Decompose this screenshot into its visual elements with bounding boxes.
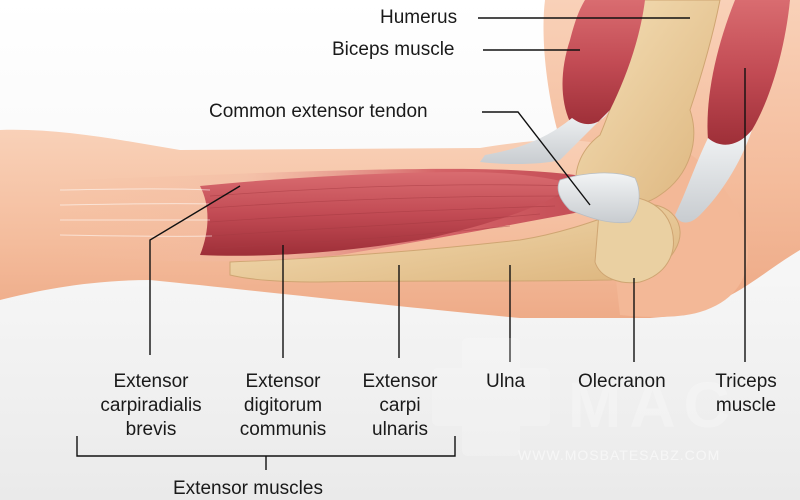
label-ecrb-line-3: brevis (125, 419, 177, 440)
label-triceps-line-1: Triceps (715, 371, 777, 392)
label-humerus: Humerus (380, 7, 458, 28)
label-olecranon: Olecranon (578, 371, 666, 392)
label-biceps-muscle: Biceps muscle (332, 39, 455, 60)
muscle-fibers (209, 184, 571, 249)
common-extensor-tendon (557, 172, 640, 224)
label-common-extensor-tendon: Common extensor tendon (209, 101, 428, 122)
label-ulna: Ulna (486, 371, 526, 392)
leader-lines (149, 17, 746, 362)
watermark-logo (432, 338, 550, 456)
label-edc-line-2: digitorum (243, 395, 323, 416)
biceps-muscle (562, 0, 645, 126)
label-extensor-muscles: Extensor muscles (173, 478, 323, 499)
leader-common-tendon (482, 111, 591, 206)
label-extensor-carpiradialis-brevis: Extensor carpiradialis brevis (88, 370, 214, 442)
watermark-url: WWW.MOSBATESABZ.COM (518, 447, 721, 463)
label-extensor-digitorum-communis: Extensor digitorum communis (228, 370, 338, 442)
label-ecrb-line-1: Extensor (113, 371, 189, 392)
watermark-logo-text: MAC (568, 369, 738, 441)
label-edc-line-1: Extensor (245, 371, 321, 392)
label-ecu-line-2: carpi (379, 395, 421, 416)
label-ecrb-line-2: carpiradialis (100, 395, 202, 416)
label-edc-line-3: communis (239, 419, 327, 440)
leader-ecrb (149, 185, 241, 355)
triceps-muscle (707, 0, 790, 146)
extensor-muscles-bracket (76, 436, 456, 470)
label-ecu-line-1: Extensor (362, 371, 438, 392)
ulna-bone (229, 203, 681, 283)
label-triceps-line-2: muscle (715, 395, 777, 416)
extensor-muscle-belly (200, 172, 575, 256)
label-ecu-line-3: ulnaris (372, 419, 428, 440)
label-triceps-muscle: Triceps muscle (700, 370, 792, 418)
biceps-tendon (480, 110, 610, 165)
tendon-fibers (59, 188, 213, 237)
label-extensor-carpi-ulnaris: Extensor carpi ulnaris (350, 370, 450, 442)
triceps-tendon (675, 130, 752, 223)
